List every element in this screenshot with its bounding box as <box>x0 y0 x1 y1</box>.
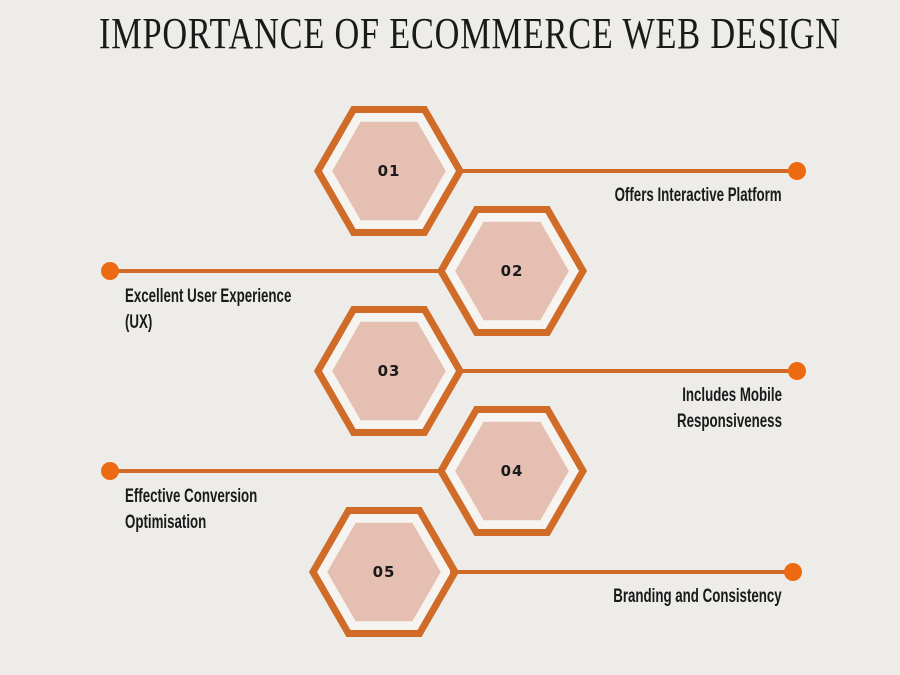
item-label-5: Branding and Consistency <box>614 584 782 610</box>
connector-line-1 <box>456 169 797 173</box>
connector-dot-4 <box>101 462 119 480</box>
item-label-5-line-1: Branding and Consistency <box>613 586 782 607</box>
item-label-3-line-2: Responsiveness <box>677 411 782 432</box>
hexagon-fill <box>455 421 569 521</box>
connector-line-3 <box>456 369 797 373</box>
connector-line-2 <box>110 269 443 273</box>
connector-dot-3 <box>788 362 806 380</box>
hexagon-number-4: 04 <box>500 462 524 480</box>
hexagon-item-5: 05 <box>309 506 459 638</box>
item-label-2: Excellent User Experience (UX) <box>125 284 291 336</box>
item-label-4: Effective Conversion Optimisation <box>125 484 257 536</box>
item-label-3-line-1: Includes Mobile <box>682 385 782 406</box>
hexagon-icon <box>437 206 587 336</box>
hexagon-number-1: 01 <box>377 162 401 180</box>
hexagon-outline <box>437 206 587 336</box>
hexagon-icon <box>437 406 587 536</box>
hexagon-item-4: 04 <box>437 405 587 537</box>
item-label-1-line-1: Offers Interactive Platform <box>614 185 782 206</box>
hexagon-fill <box>455 221 569 321</box>
hexagon-fill <box>332 121 446 221</box>
hexagon-number-3: 03 <box>377 362 401 380</box>
item-label-2-line-2: (UX) <box>125 312 153 333</box>
hexagon-fill <box>332 321 446 421</box>
hexagon-fill <box>327 522 441 622</box>
connector-line-5 <box>450 570 793 574</box>
item-label-4-line-1: Effective Conversion <box>125 486 258 507</box>
page-title: IMPORTANCE OF ECOMMERCE WEB DESIGN <box>99 9 841 58</box>
hexagon-outline <box>437 406 587 536</box>
item-label-3: Includes Mobile Responsiveness <box>677 383 782 435</box>
hexagon-number-5: 05 <box>372 563 396 581</box>
item-label-2-line-1: Excellent User Experience <box>125 286 292 307</box>
hexagon-item-3: 03 <box>314 305 464 437</box>
connector-dot-5 <box>784 563 802 581</box>
connector-line-4 <box>110 469 443 473</box>
item-label-4-line-2: Optimisation <box>125 512 207 533</box>
hexagon-number-2: 02 <box>500 262 524 280</box>
connector-dot-2 <box>101 262 119 280</box>
item-label-1: Offers Interactive Platform <box>615 183 782 209</box>
hexagon-item-2: 02 <box>437 205 587 337</box>
connector-dot-1 <box>788 162 806 180</box>
hexagon-icon <box>314 306 464 436</box>
